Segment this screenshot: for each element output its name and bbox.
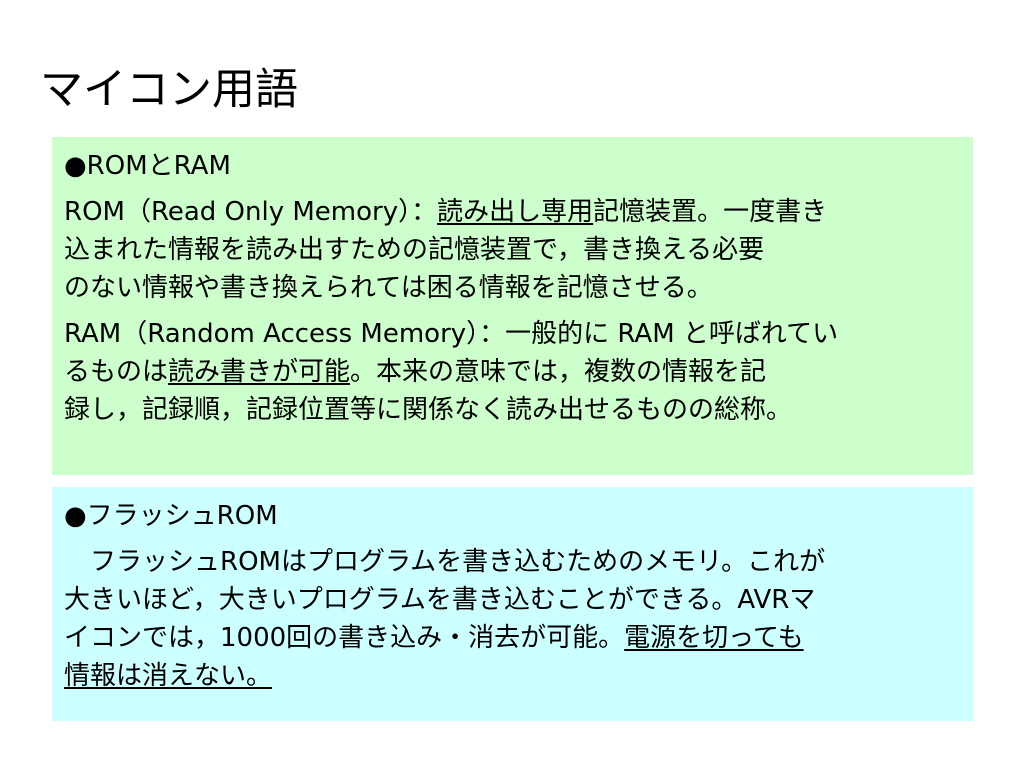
flash-line-3: イコンでは，1000回の書き込み・消去が可能。電源を切っても bbox=[64, 619, 959, 657]
ram-line-2-rest: 。本来の意味では，複数の情報を記 bbox=[350, 357, 767, 387]
slide-title: マイコン用語 bbox=[40, 65, 298, 115]
rom-line-1-rest: 記憶装置。一度書き bbox=[593, 197, 828, 227]
ram-line-2: るものは読み書きが可能。本来の意味では，複数の情報を記 bbox=[64, 353, 959, 391]
flash-line-3-start: イコンでは，1000回の書き込み・消去が可能。 bbox=[64, 623, 625, 653]
flash-line-1: フラッシュROMはプログラムを書き込むためのメモリ。これが bbox=[64, 547, 826, 577]
flash-nonvolatile-emphasis-end: 情報は消えない。 bbox=[64, 661, 273, 691]
flash-rom-definition: フラッシュROMはプログラムを書き込むためのメモリ。これが 大きいほど，大きいプ… bbox=[64, 543, 959, 695]
flash-line-2: 大きいほど，大きいプログラムを書き込むことができる。AVRマ bbox=[64, 585, 816, 615]
flash-rom-box: ●フラッシュROM フラッシュROMはプログラムを書き込むためのメモリ。これが … bbox=[52, 487, 973, 721]
rom-ram-box: ●ROMとRAM ROM（Read Only Memory）：読み出し専用記憶装… bbox=[52, 137, 973, 475]
rom-term: ROM（Read Only Memory）： bbox=[64, 197, 438, 227]
flash-rom-heading: ●フラッシュROM bbox=[64, 501, 278, 531]
ram-read-write-emphasis: 読み書きが可能 bbox=[168, 357, 351, 387]
ram-line-2-start: るものは bbox=[64, 357, 169, 387]
rom-definition: ROM（Read Only Memory）：読み出し専用記憶装置。一度書き 込ま… bbox=[64, 193, 959, 307]
ram-line-1: RAM（Random Access Memory）：一般的に RAM と呼ばれて… bbox=[64, 319, 839, 349]
flash-line-4: 情報は消えない。 bbox=[64, 657, 959, 695]
rom-line-1: ROM（Read Only Memory）：読み出し専用記憶装置。一度書き bbox=[64, 193, 959, 231]
rom-ram-heading: ●ROMとRAM bbox=[64, 151, 231, 181]
ram-definition: RAM（Random Access Memory）：一般的に RAM と呼ばれて… bbox=[64, 315, 959, 429]
rom-line-2: 込まれた情報を読み出すための記憶装置で，書き換える必要 bbox=[64, 235, 765, 265]
flash-nonvolatile-emphasis: 電源を切っても bbox=[624, 623, 804, 653]
ram-line-3: 録し，記録順，記録位置等に関係なく読み出せるものの総称。 bbox=[64, 395, 793, 425]
rom-read-only-emphasis: 読み出し専用 bbox=[437, 197, 594, 227]
rom-line-3: のない情報や書き換えられては困る情報を記憶させる。 bbox=[64, 273, 713, 303]
